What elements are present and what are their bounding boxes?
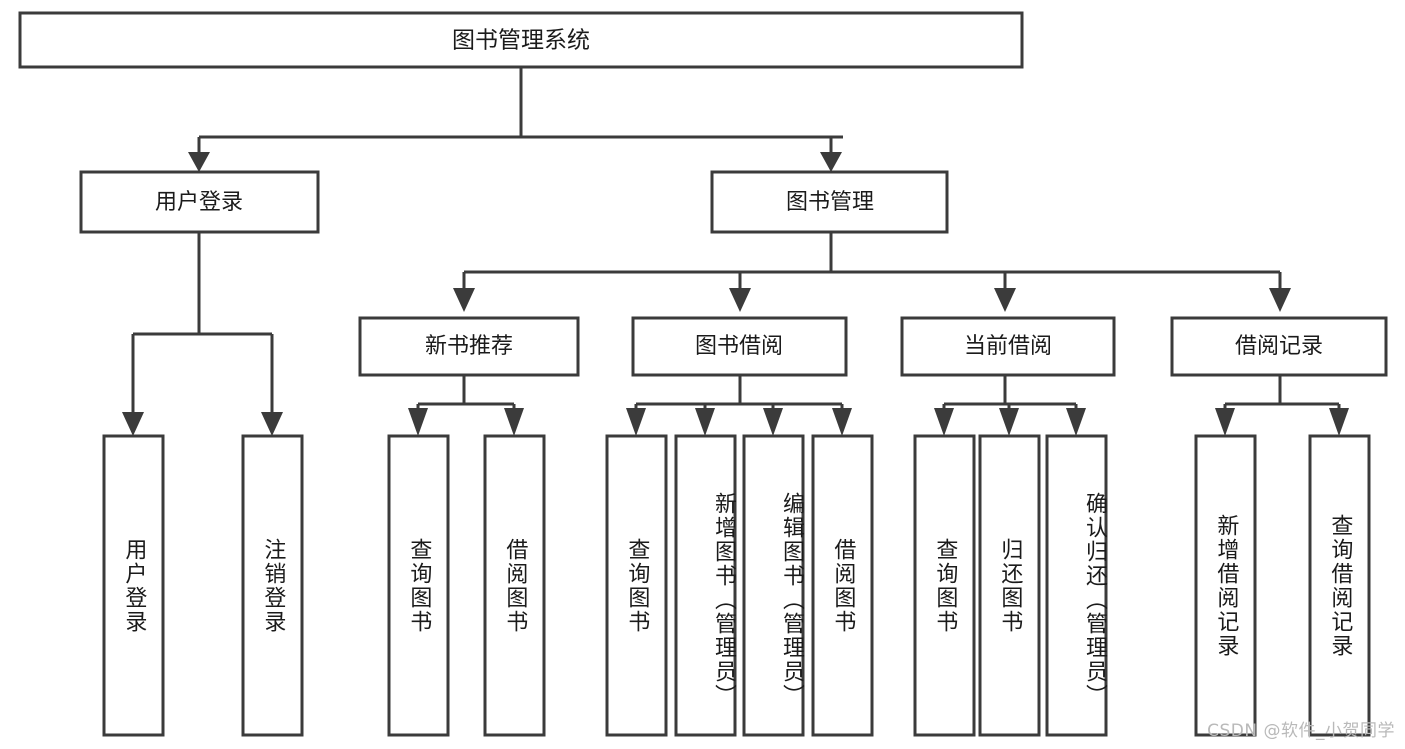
leaf-box-book-borrow-1[interactable] [674, 434, 737, 737]
connector-bookborrow-to-leaves [626, 375, 852, 436]
node-user-login[interactable]: 用户登录 [79, 170, 320, 234]
node-user-login-label: 用户登录 [155, 190, 243, 215]
csdn-watermark: CSDN @软件_小贺同学 [1207, 721, 1395, 741]
leaf-box-new-book-0[interactable] [387, 434, 450, 737]
leaf-box-new-book-1[interactable] [483, 434, 546, 737]
leaf-box-current-borrow-1[interactable] [978, 434, 1041, 737]
leaf-box-current-borrow-2[interactable] [1045, 434, 1108, 737]
leaf-box-book-borrow-0[interactable] [605, 434, 668, 737]
node-borrow-record[interactable]: 借阅记录 [1170, 316, 1388, 377]
node-book-borrow-label: 图书借阅 [695, 334, 783, 359]
node-new-book-recommend-label: 新书推荐 [425, 334, 513, 359]
connector-currentborrow-to-leaves [934, 375, 1086, 436]
node-book-management-label: 图书管理 [786, 190, 874, 215]
leaf-box-borrow-record-1[interactable] [1308, 434, 1371, 737]
connector-borrowrecord-to-leaves [1215, 375, 1349, 436]
connector-bookmgmt-to-level3 [453, 232, 1291, 312]
leaf-box-current-borrow-0[interactable] [913, 434, 976, 737]
node-root-label: 图书管理系统 [452, 28, 590, 54]
node-borrow-record-label: 借阅记录 [1235, 334, 1323, 359]
node-book-management[interactable]: 图书管理 [710, 170, 949, 234]
node-root[interactable]: 图书管理系统 [18, 11, 1024, 69]
connector-newbook-to-leaves [408, 375, 524, 436]
leaf-box-user-login-0[interactable] [102, 434, 165, 737]
node-current-borrow[interactable]: 当前借阅 [900, 316, 1116, 377]
leaf-box-borrow-record-0[interactable] [1194, 434, 1257, 737]
node-current-borrow-label: 当前借阅 [964, 334, 1052, 359]
leaf-box-book-borrow-2[interactable] [742, 434, 805, 737]
connector-root-to-level2 [188, 67, 843, 172]
leaf-box-user-login-1[interactable] [241, 434, 304, 737]
node-new-book-recommend[interactable]: 新书推荐 [358, 316, 580, 377]
node-book-borrow[interactable]: 图书借阅 [631, 316, 848, 377]
leaf-box-book-borrow-3[interactable] [811, 434, 874, 737]
connector-userlogin-to-leaves [122, 232, 283, 436]
